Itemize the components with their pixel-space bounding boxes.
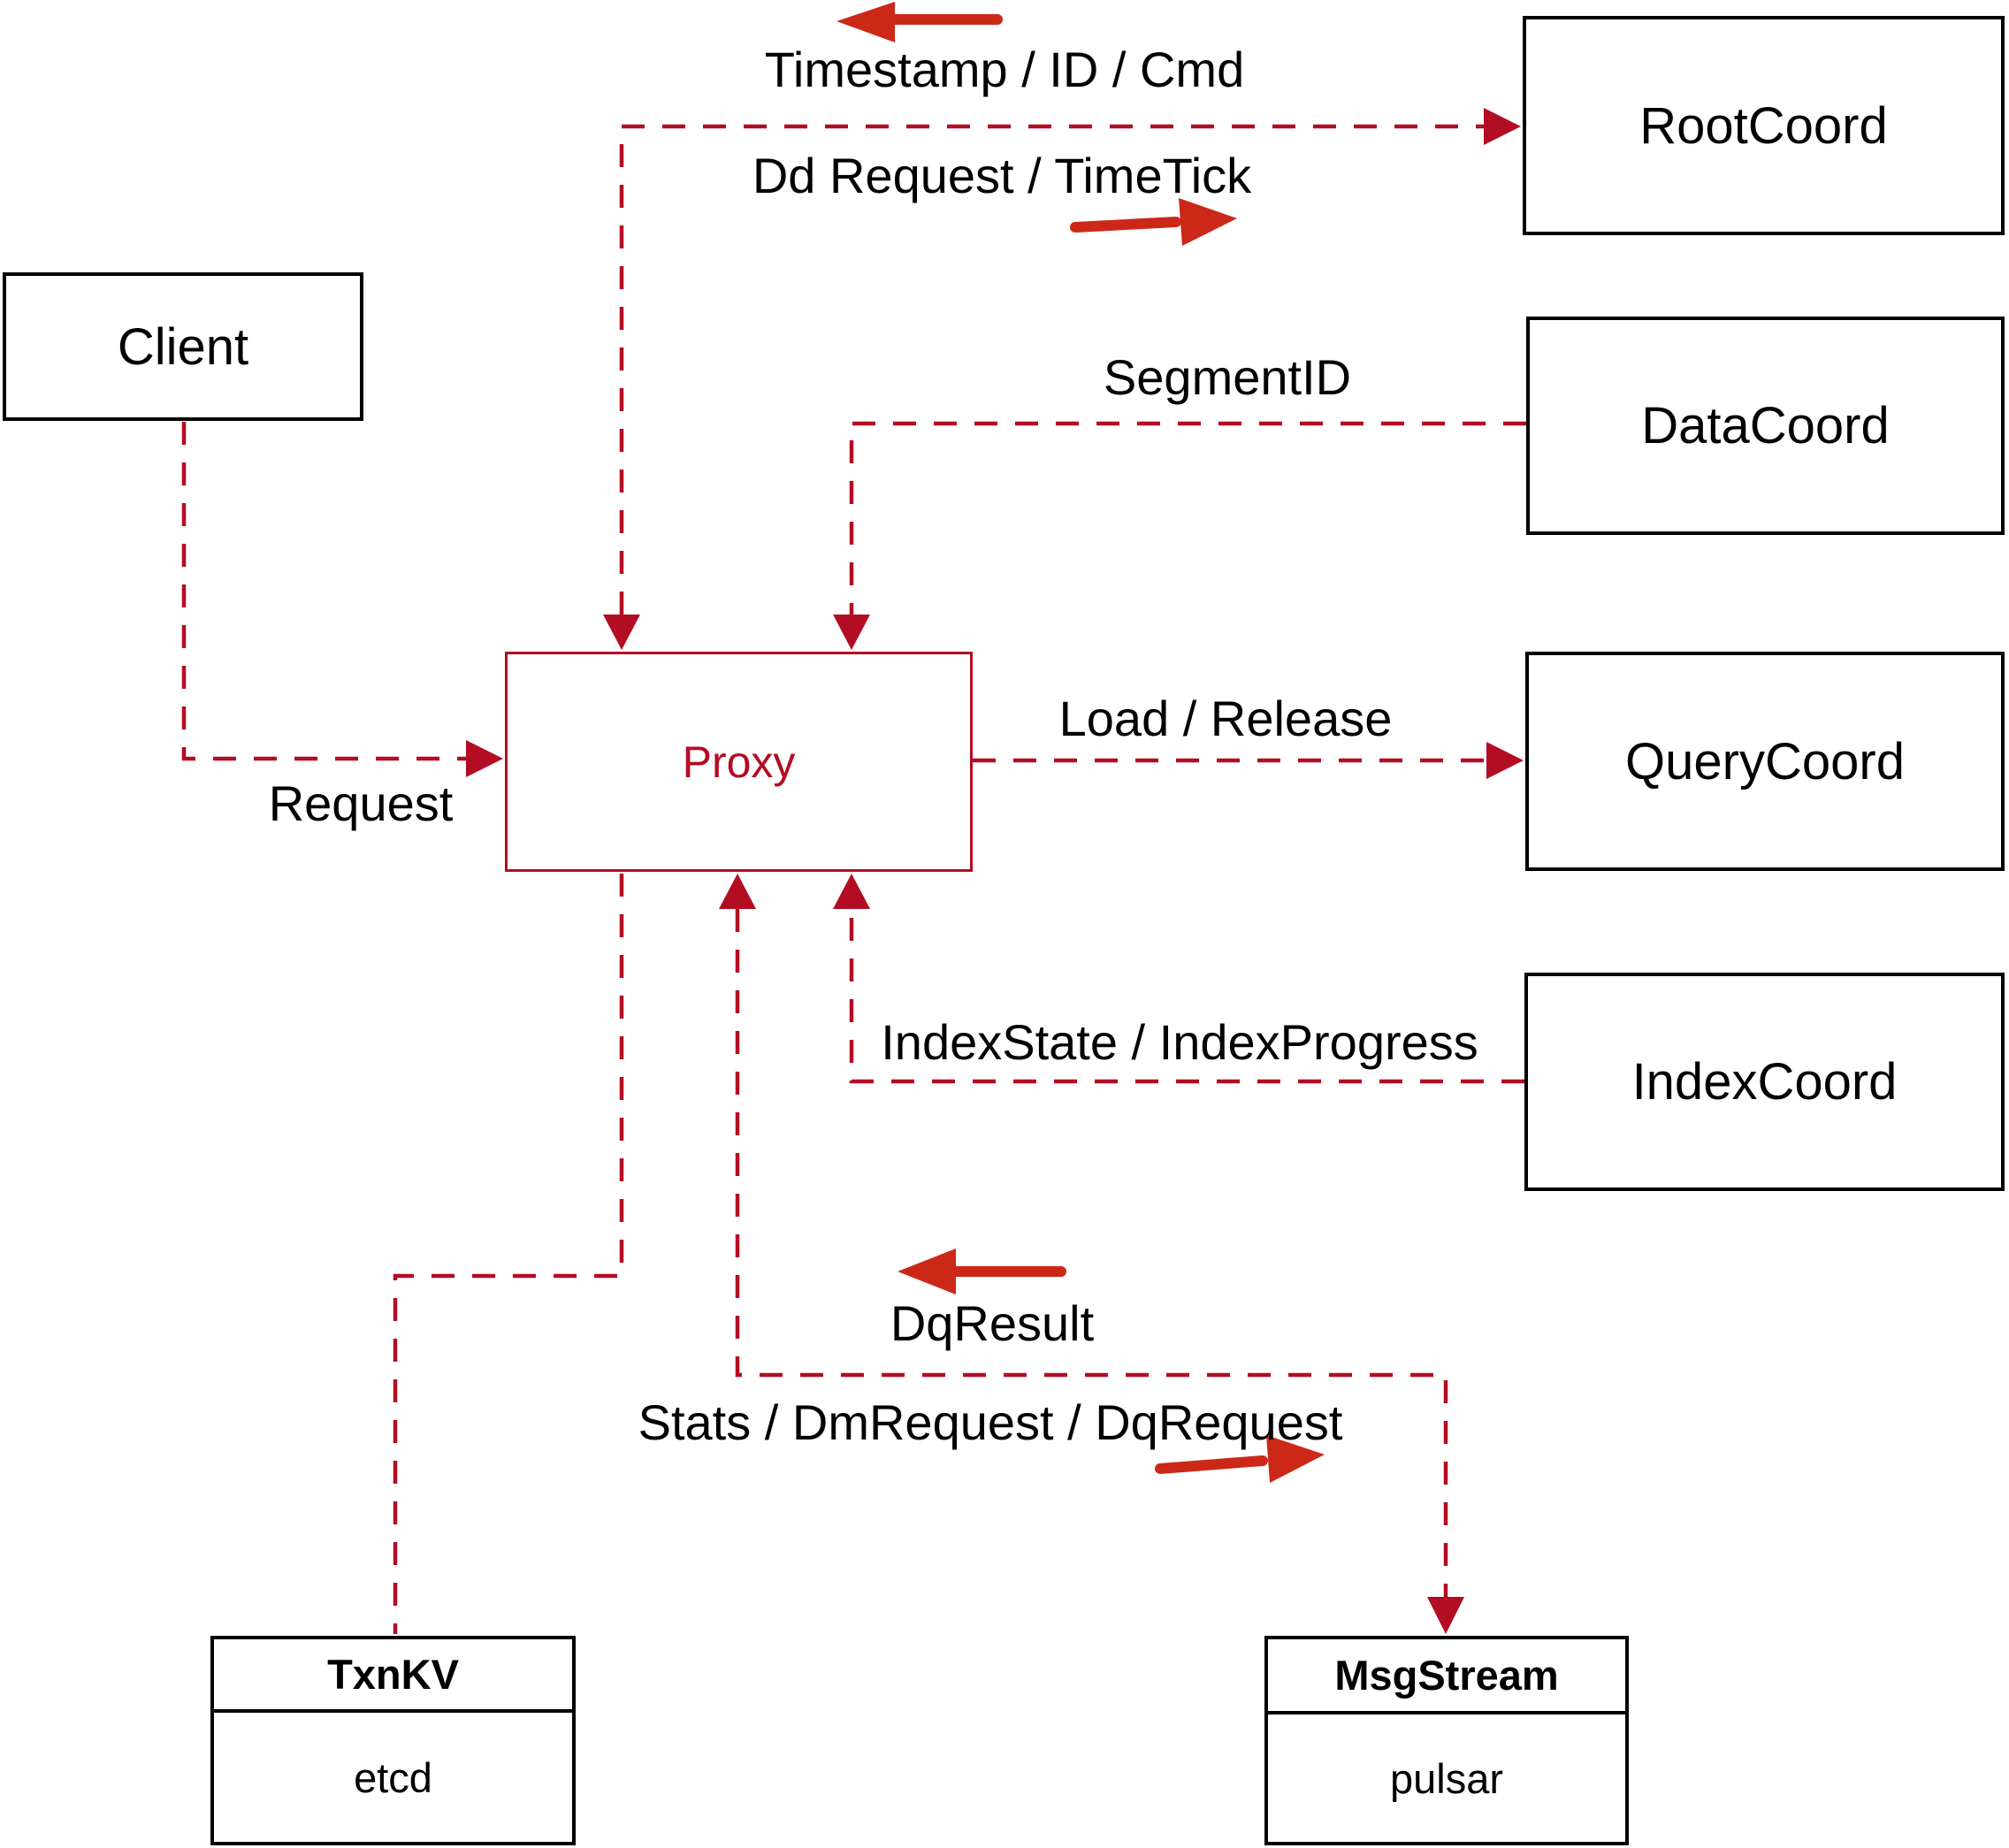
edge-label-index-state: IndexState / IndexProgress	[881, 1014, 1478, 1070]
arrowhead-into-proxy-bottom-right	[833, 874, 870, 909]
flow-left-arrow-timestamp-icon	[836, 2, 1003, 42]
edge-label-load-release: Load / Release	[1058, 691, 1393, 746]
connector-indexcoord-proxy	[849, 909, 1524, 1084]
node-proxy-label: Proxy	[682, 737, 796, 787]
node-rootcoord-label: RootCoord	[1639, 96, 1888, 155]
arrowhead-into-proxy-top-left	[603, 615, 640, 650]
arrowhead-into-proxy-left	[466, 740, 503, 777]
node-querycoord-label: QueryCoord	[1625, 732, 1905, 790]
node-msgstream-subtitle: pulsar	[1389, 1754, 1503, 1802]
node-indexcoord: IndexCoord	[1524, 973, 2005, 1191]
node-datacoord-label: DataCoord	[1641, 397, 1890, 454]
edge-label-timestamp: Timestamp / ID / Cmd	[764, 42, 1245, 97]
edge-label-segment-id: SegmentID	[1103, 349, 1352, 405]
node-querycoord: QueryCoord	[1525, 652, 2005, 871]
connector-datacoord-proxy	[849, 421, 1526, 615]
arrowhead-into-rootcoord	[1484, 108, 1521, 145]
node-txnkv-subtitle: etcd	[354, 1753, 432, 1801]
edge-label-dq-result: DqResult	[890, 1295, 1095, 1351]
node-client: Client	[3, 272, 363, 421]
edge-label-request: Request	[268, 775, 454, 831]
node-msgstream: MsgStream pulsar	[1264, 1636, 1629, 1845]
flow-right-arrow-stats-icon	[1155, 1435, 1325, 1483]
node-client-label: Client	[117, 317, 249, 376]
node-txnkv-title: TxnKV	[214, 1639, 572, 1713]
flow-left-arrow-dqresult-icon	[898, 1249, 1066, 1294]
arrowhead-into-proxy-bottom-left	[719, 874, 756, 909]
connector-proxy-msgstream	[735, 909, 1448, 1597]
arrowhead-into-proxy-top-right	[833, 615, 870, 650]
edge-label-stats: Stats / DmRequest / DqRequest	[638, 1394, 1343, 1450]
connector-client-proxy	[181, 422, 466, 761]
connector-proxy-txnkv	[393, 874, 624, 1634]
flow-right-arrow-ddrequest-icon	[1070, 198, 1237, 246]
connector-proxy-rootcoord	[619, 124, 1487, 615]
node-proxy: Proxy	[505, 652, 973, 872]
edge-label-dd-request: Dd Request / TimeTick	[752, 148, 1252, 203]
arrowhead-into-msgstream	[1427, 1597, 1464, 1634]
node-indexcoord-label: IndexCoord	[1631, 1053, 1898, 1111]
arrowhead-into-querycoord	[1486, 742, 1524, 779]
node-datacoord: DataCoord	[1526, 317, 2005, 535]
node-rootcoord: RootCoord	[1523, 16, 2005, 235]
node-msgstream-title: MsgStream	[1268, 1639, 1625, 1714]
node-txnkv: TxnKV etcd	[210, 1636, 576, 1845]
